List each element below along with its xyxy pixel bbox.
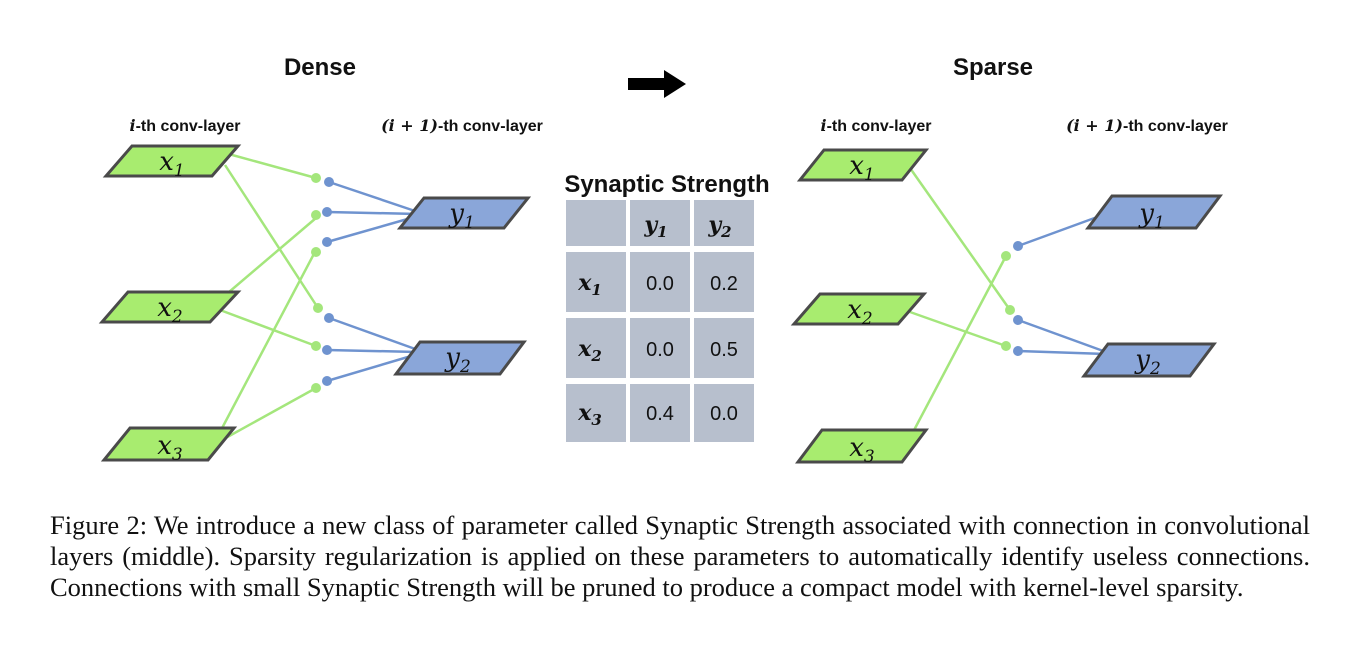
dense-strength-dots [311, 173, 334, 393]
table-cell [630, 252, 690, 312]
synaptic-strength-title: Synaptic Strength [564, 171, 769, 198]
dense-edge-x1-y2 [223, 164, 320, 309]
synaptic-strength-diagram: Dense i-th conv-layer (i + 1)-th conv-la… [98, 54, 1228, 467]
dense-dot [322, 345, 332, 355]
sparse-edge-x3-y1 [910, 255, 1008, 435]
dense-dot [322, 237, 332, 247]
dense-dot [322, 376, 332, 386]
table-value-x1-y1: 0.0 [646, 273, 674, 295]
table-row-header [566, 384, 626, 442]
dense-edge-x1-y1 [224, 151, 317, 180]
svg-text:x2: x2 [157, 293, 183, 327]
sparse-edges [908, 167, 1107, 435]
table-col-header-y1: y1 [643, 212, 667, 241]
sparse-dot [1013, 315, 1023, 325]
sparse-strength-dots [1001, 241, 1023, 356]
table-cell [694, 384, 754, 442]
dense-weight-edge [326, 214, 419, 244]
dense-input-x3: x3 [100, 426, 238, 465]
dense-dot [311, 247, 321, 257]
right-arrow-icon [628, 70, 686, 98]
table-value-x3-y2: 0.0 [710, 403, 738, 425]
sparse-weight-edge [1017, 349, 1107, 356]
dense-dot [311, 383, 321, 393]
synaptic-strength-table: y1 y2 x1 0.0 0.2 x2 0.0 0.5 x3 0.4 0.0 [566, 200, 754, 442]
table-corner-cell [566, 200, 626, 246]
table-cell [694, 318, 754, 378]
svg-text:y2: y2 [1134, 345, 1161, 379]
sparse-dot [1001, 251, 1011, 261]
svg-text:x3: x3 [157, 431, 183, 465]
dense-dot [311, 210, 321, 220]
dense-title: Dense [284, 54, 356, 81]
table-cell [694, 252, 754, 312]
dense-dot [322, 207, 332, 217]
sparse-dot [1001, 341, 1011, 351]
dense-edge-x2-y2 [219, 308, 317, 348]
sparse-dot [1005, 305, 1015, 315]
dense-input-x1: x1 [102, 144, 242, 181]
sparse-output-y1: y1 [1085, 194, 1223, 233]
table-col-header [630, 200, 690, 246]
svg-text:y1: y1 [448, 199, 475, 233]
dense-dot [313, 303, 323, 313]
table-col-header-y2: y2 [707, 212, 731, 241]
svg-text:x1: x1 [159, 147, 185, 181]
figure-caption: Figure 2: We introduce a new class of pa… [50, 510, 1310, 602]
sparse-edge-x1-y2 [908, 167, 1012, 311]
dense-dot [324, 177, 334, 187]
dense-edge-x3-y2 [221, 386, 317, 442]
dense-weight-edge [328, 180, 419, 214]
sparse-input-x3: x3 [795, 428, 929, 467]
svg-text:x1: x1 [849, 151, 875, 185]
table-row-header [566, 318, 626, 378]
dense-edges [218, 151, 419, 442]
sparse-left-layer-label: i-th conv-layer [821, 116, 932, 135]
table-value-x2-y1: 0.0 [646, 339, 674, 361]
svg-text:x2: x2 [847, 295, 873, 329]
dense-edge-x2-y1 [221, 217, 317, 299]
sparse-weight-edge [1017, 318, 1107, 354]
dense-left-layer-label: i-th conv-layer [130, 116, 241, 135]
dense-weight-edge [326, 352, 419, 383]
table-cell [630, 318, 690, 378]
sparse-dot [1013, 241, 1023, 251]
dense-edge-x3-y1 [218, 249, 318, 433]
sparse-output-y2: y2 [1081, 342, 1217, 379]
table-col-header [694, 200, 754, 246]
dense-output-y2: y2 [393, 340, 527, 377]
dense-weight-edge [328, 316, 419, 352]
svg-text:x3: x3 [849, 433, 875, 467]
dense-dot [311, 173, 321, 183]
sparse-input-x2: x2 [790, 292, 928, 329]
dense-right-layer-label: (i + 1)-th conv-layer [381, 116, 543, 135]
table-value-x1-y2: 0.2 [710, 273, 738, 295]
table-row-header-x2: x2 [577, 336, 602, 365]
sparse-title: Sparse [953, 54, 1033, 81]
sparse-input-x1: x1 [796, 148, 930, 185]
svg-text:y2: y2 [444, 343, 471, 377]
table-value-x2-y2: 0.5 [710, 339, 738, 361]
table-row-header [566, 252, 626, 312]
table-row-header-x1: x1 [577, 270, 602, 299]
table-row-header-x3: x3 [577, 400, 602, 429]
dense-weight-edge [326, 348, 419, 354]
svg-text:y1: y1 [1138, 199, 1165, 233]
dense-dot [324, 313, 334, 323]
dense-output-y1: y1 [396, 196, 532, 233]
sparse-right-layer-label: (i + 1)-th conv-layer [1066, 116, 1228, 135]
sparse-edge-x2-y2 [909, 310, 1007, 348]
table-value-x3-y1: 0.4 [646, 403, 674, 425]
dense-weight-edge [326, 210, 419, 216]
dense-input-x2: x2 [98, 290, 242, 327]
sparse-weight-edge [1017, 214, 1101, 248]
dense-dot [311, 341, 321, 351]
sparse-dot [1013, 346, 1023, 356]
table-cell [630, 384, 690, 442]
